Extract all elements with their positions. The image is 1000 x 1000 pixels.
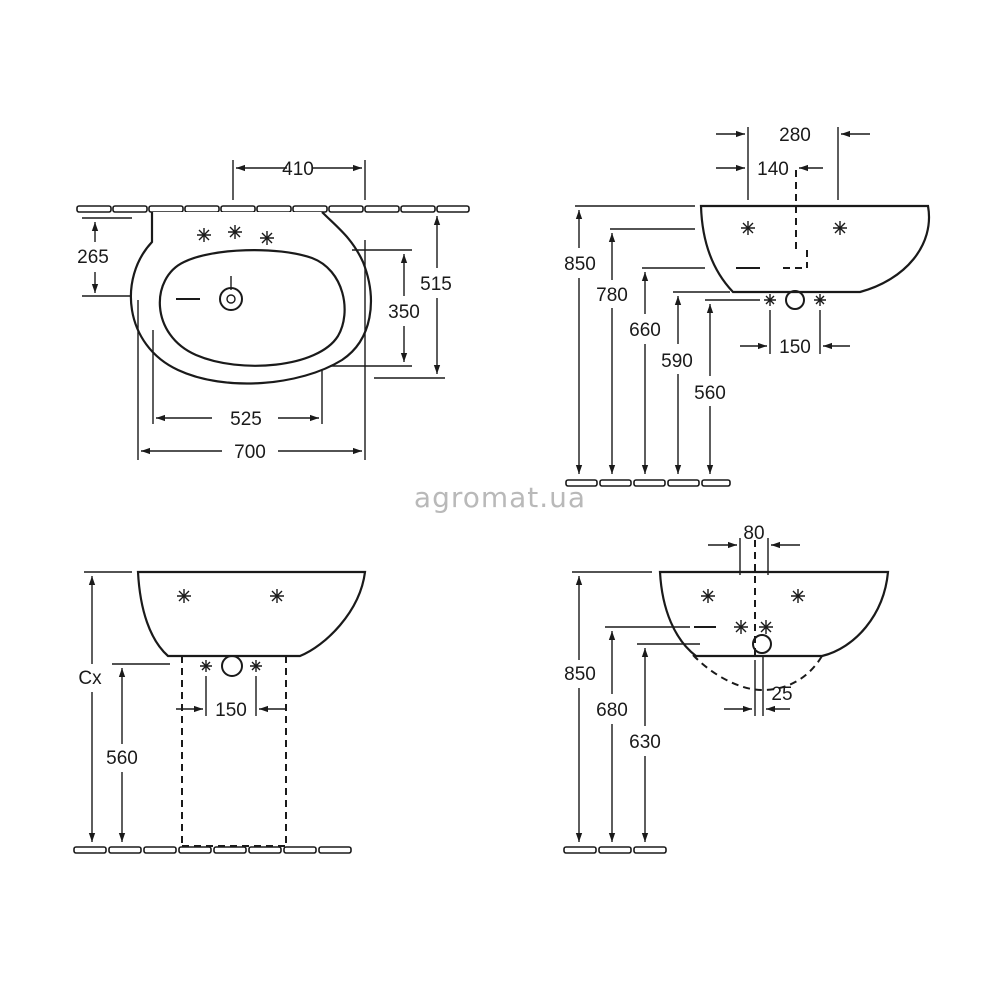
dim-front-150: 150 — [215, 700, 247, 721]
drain-icon — [176, 276, 243, 311]
dim-side-780: 780 — [596, 285, 628, 306]
dim-side-660: 660 — [629, 320, 661, 341]
dim-700: 700 — [234, 442, 266, 463]
dim-side-150: 150 — [779, 337, 811, 358]
front-waste-icon — [200, 655, 262, 677]
wall-strip — [76, 205, 470, 213]
dim-350: 350 — [388, 302, 420, 323]
dim-semi-680: 680 — [596, 700, 628, 721]
dim-side-850: 850 — [564, 254, 596, 275]
semi-basin-outline — [658, 570, 890, 658]
tap-hole-marks — [197, 225, 274, 245]
side-floor-strip — [565, 479, 731, 487]
dim-515: 515 — [420, 274, 452, 295]
top-view: 410 265 515 350 525 700 — [76, 159, 470, 463]
dim-80: 80 — [743, 523, 764, 544]
front-floor-strip — [73, 846, 352, 854]
dim-25: 25 — [771, 684, 792, 705]
side-waste-icon — [764, 290, 826, 310]
dim-front-560: 560 — [106, 748, 138, 769]
semi-tap-hole-marks — [701, 589, 805, 634]
semi-waste-icon — [752, 634, 772, 654]
side-view: 280 140 150 850 780 660 590 560 — [564, 125, 931, 487]
front-basin-outline — [136, 570, 367, 658]
front-tap-hole-marks — [177, 589, 284, 603]
semi-floor-strip — [563, 846, 667, 854]
dim-cx: Cx — [78, 668, 102, 689]
side-tap-hole-marks — [741, 221, 847, 235]
dim-side-590: 590 — [661, 351, 693, 372]
front-pedestal-view: 150 Cx 560 — [73, 570, 367, 854]
pedestal-outline — [181, 656, 287, 847]
side-basin-outline — [699, 204, 931, 294]
dim-140: 140 — [757, 159, 789, 180]
watermark-text: agromat.ua — [414, 481, 586, 514]
dim-410: 410 — [282, 159, 314, 180]
side-semi-pedestal-view: 80 25 850 680 630 — [563, 523, 890, 854]
dim-280: 280 — [779, 125, 811, 146]
semi-pedestal-outline — [692, 654, 823, 692]
dim-side-560: 560 — [694, 383, 726, 404]
dim-semi-850: 850 — [564, 664, 596, 685]
dim-265: 265 — [77, 247, 109, 268]
basin-bowl — [158, 249, 346, 367]
dim-semi-630: 630 — [629, 732, 661, 753]
dim-525: 525 — [230, 409, 262, 430]
